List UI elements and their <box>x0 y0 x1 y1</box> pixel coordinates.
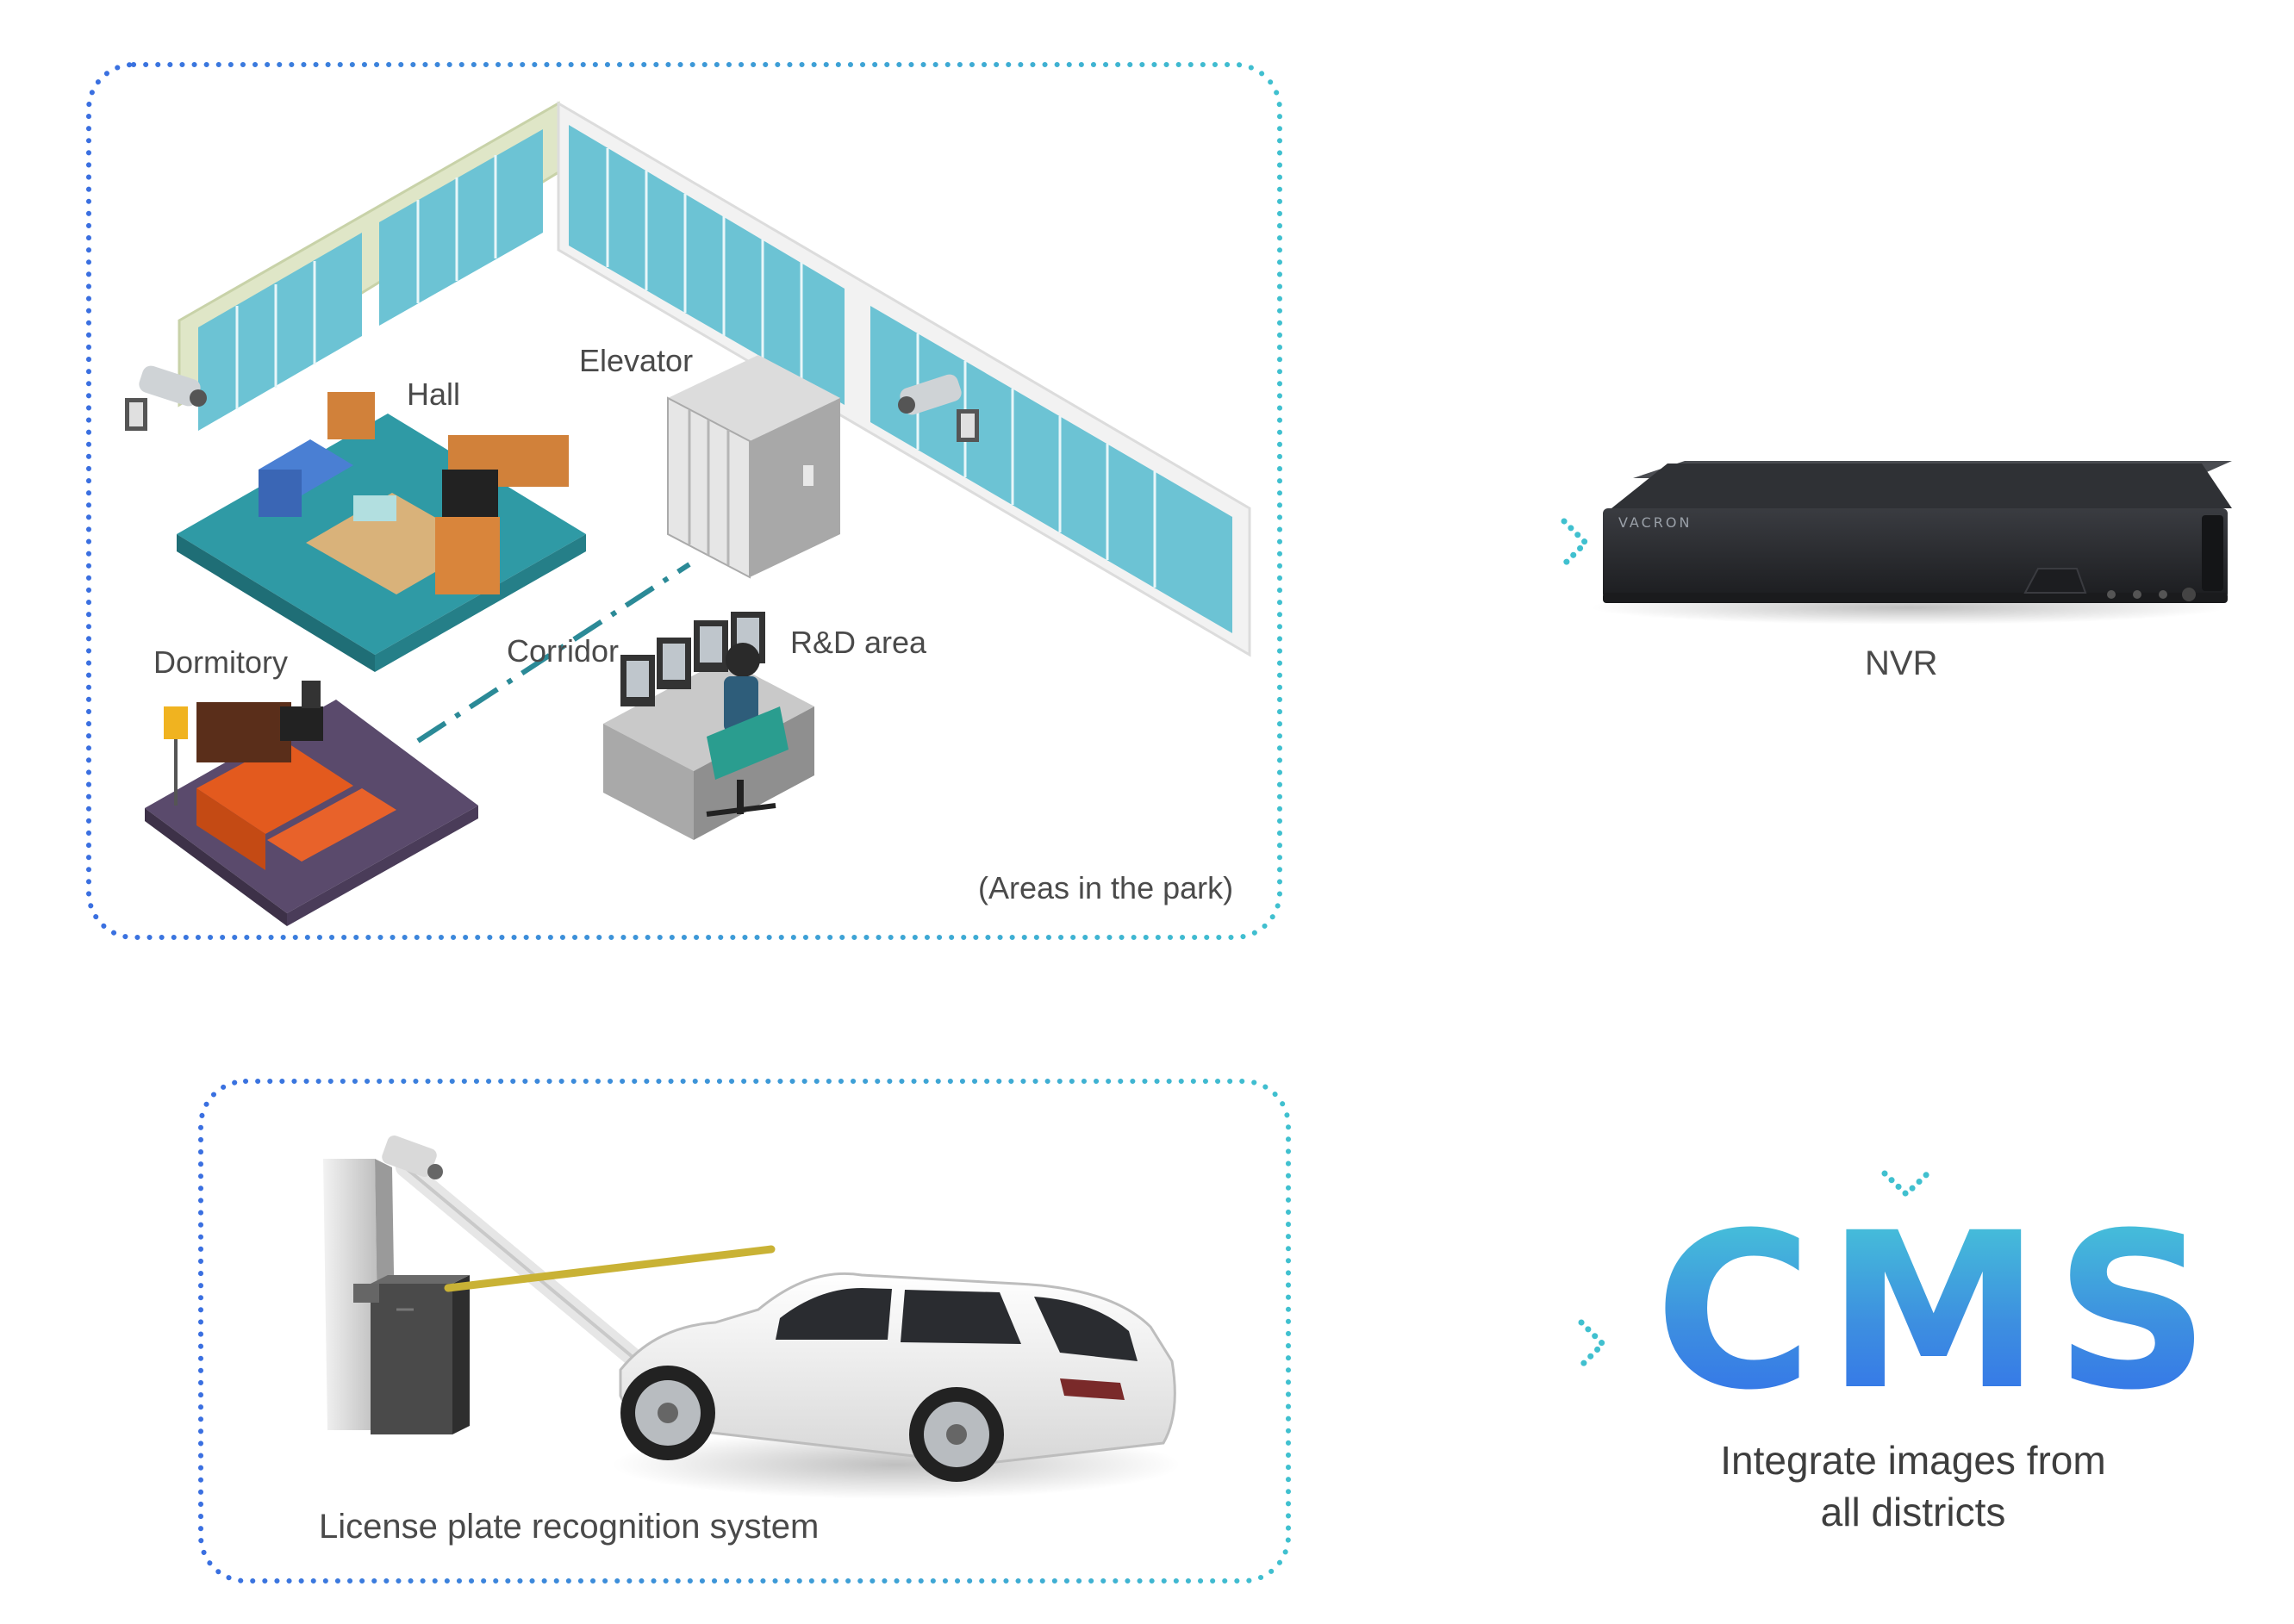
park-areas-caption: (Areas in the park) <box>978 870 1234 905</box>
arrow-right-icon <box>1578 1319 1607 1369</box>
corridor-path <box>416 562 691 744</box>
nvr-brand-label: VACRON <box>1618 514 1692 531</box>
rnd-area-illustration <box>603 612 814 840</box>
dormitory-label: Dormitory <box>153 644 289 680</box>
cms-title: CMS <box>1655 1186 2224 1437</box>
security-camera-icon <box>898 374 979 442</box>
cms-caption-line1: Integrate images from <box>1720 1438 2106 1483</box>
park-areas-frame <box>86 62 1282 940</box>
cms-caption-line2: all districts <box>1820 1490 2006 1534</box>
rnd-area-label: R&D area <box>790 625 927 660</box>
cms-caption: Integrate images from all districts <box>1663 1434 2163 1538</box>
dormitory-illustration <box>145 681 478 926</box>
elevator-label: Elevator <box>579 343 694 378</box>
security-camera-icon <box>125 365 207 431</box>
elevator-illustration <box>667 355 840 579</box>
glass-wall-left <box>178 101 560 431</box>
lpr-caption: License plate recognition system <box>319 1508 820 1546</box>
arrow-down-icon <box>1881 1170 1931 1198</box>
lpr-frame <box>198 1079 1291 1584</box>
barrier-gate-illustration <box>323 1136 776 1434</box>
glass-wall-right <box>557 101 1251 657</box>
corridor-label: Corridor <box>507 633 620 669</box>
nvr-label: NVR <box>1865 644 1938 682</box>
nvr-device: VACRON <box>1590 461 2232 625</box>
hall-room-illustration <box>177 392 586 672</box>
arrow-right-icon <box>1561 518 1590 568</box>
car-illustration <box>612 1272 1181 1499</box>
hall-label: Hall <box>407 376 461 412</box>
